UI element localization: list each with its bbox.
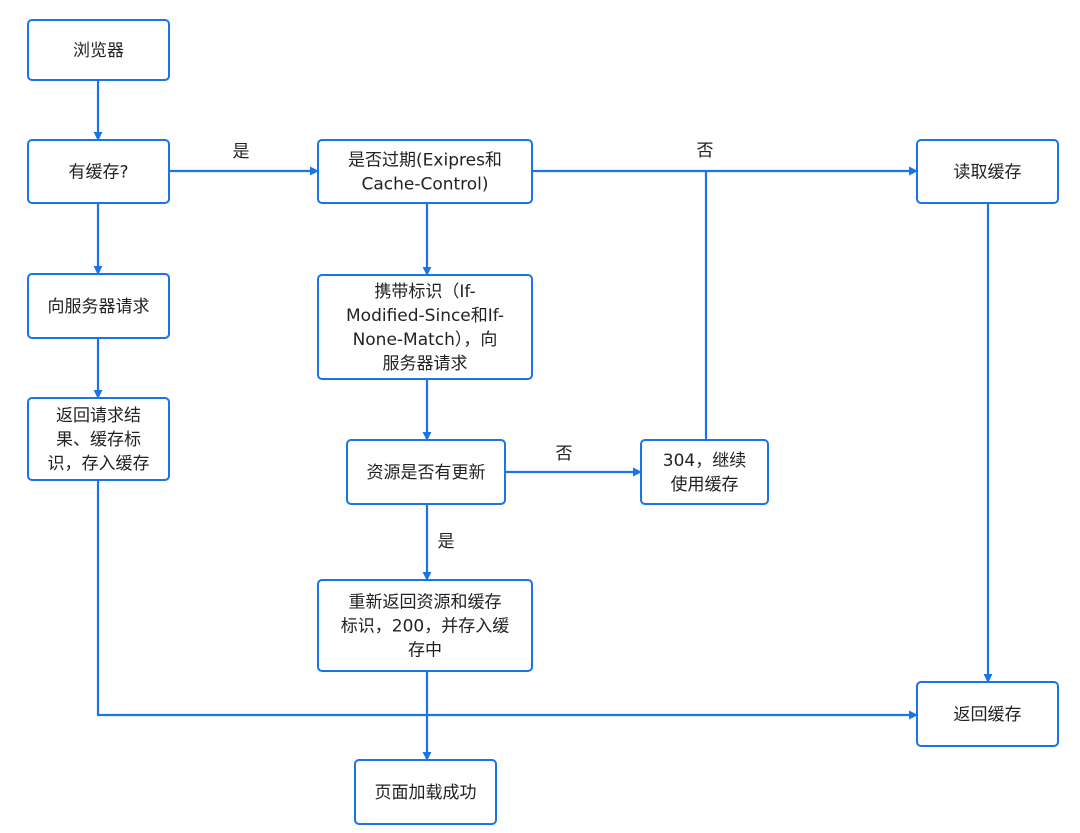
node-resource-updated: 资源是否有更新 [346, 439, 506, 505]
node-label: 向服务器请求 [48, 297, 150, 317]
node-not-modified: 304，继续使用缓存 [640, 439, 769, 505]
node-label: 读取缓存 [954, 163, 1022, 183]
node-label-line: 重新返回资源和缓存 [349, 593, 502, 613]
node-label: 页面加载成功 [375, 783, 477, 803]
node-label-line: 页面加载成功 [375, 783, 477, 803]
node-has-cache: 有缓存? [27, 139, 170, 204]
node-return-result: 返回请求结果、缓存标识，存入缓存 [27, 397, 170, 481]
node-label-line: Cache-Control) [361, 175, 488, 195]
node-label-line: 标识，200，并存入缓 [341, 617, 509, 637]
node-label-line: None-Match），向 [353, 330, 498, 350]
node-label-line: 读取缓存 [954, 163, 1022, 183]
node-expired-check: 是否过期(Exipres和 Cache-Control) [317, 139, 533, 204]
edge-labels: 是 否 否 是 [233, 141, 714, 552]
node-label-line: 识，存入缓存 [48, 454, 150, 474]
node-label-line: 浏览器 [73, 41, 124, 61]
node-label: 是否过期(Exipres和 Cache-Control) [348, 151, 502, 195]
node-label-line: 服务器请求 [383, 354, 468, 374]
node-conditional-request: 携带标识（If- Modified-Since和If- None-Match），向服… [317, 274, 533, 380]
node-label-line: 304，继续 [663, 451, 746, 471]
node-read-cache: 读取缓存 [916, 139, 1059, 204]
node-label: 有缓存? [68, 163, 128, 183]
node-browser: 浏览器 [27, 19, 170, 81]
node-label-line: 使用缓存 [671, 474, 739, 495]
edge-return-result-to-return-cache [96, 480, 918, 720]
node-label: 返回请求结果、缓存标识，存入缓存 [48, 406, 150, 474]
node-label-line: 返回请求结 [56, 406, 141, 426]
node-label-line: Modified-Since和If- [346, 306, 504, 326]
node-label-line: 向服务器请求 [48, 297, 150, 317]
label-no-expired: 否 [697, 141, 714, 161]
node-label-line: 果、缓存标 [56, 430, 141, 450]
node-label: 携带标识（If- Modified-Since和If- None-Match），向服… [346, 282, 504, 374]
node-return-new: 重新返回资源和缓存标识，200，并存入缓存中 [317, 579, 533, 672]
node-return-cache: 返回缓存 [916, 681, 1059, 747]
node-label-line: 有缓存? [68, 163, 128, 183]
edges [93, 80, 993, 761]
label-yes-updated: 是 [438, 532, 455, 552]
node-label-line: 资源是否有更新 [367, 463, 486, 483]
node-label: 浏览器 [73, 41, 124, 61]
node-label: 资源是否有更新 [367, 463, 486, 483]
node-label: 304，继续使用缓存 [663, 451, 746, 495]
label-yes-cached: 是 [233, 142, 250, 162]
node-label-line: 返回缓存 [954, 705, 1022, 725]
node-request-server: 向服务器请求 [27, 273, 170, 339]
node-label-line: 是否过期(Exipres和 [348, 151, 502, 171]
node-label: 重新返回资源和缓存标识，200，并存入缓存中 [341, 593, 509, 661]
node-label: 返回缓存 [954, 705, 1022, 725]
label-no-updated: 否 [556, 444, 573, 464]
node-label-line: 携带标识（If- [374, 282, 475, 302]
node-label-line: 存中 [408, 641, 442, 661]
node-page-loaded: 页面加载成功 [354, 759, 497, 825]
